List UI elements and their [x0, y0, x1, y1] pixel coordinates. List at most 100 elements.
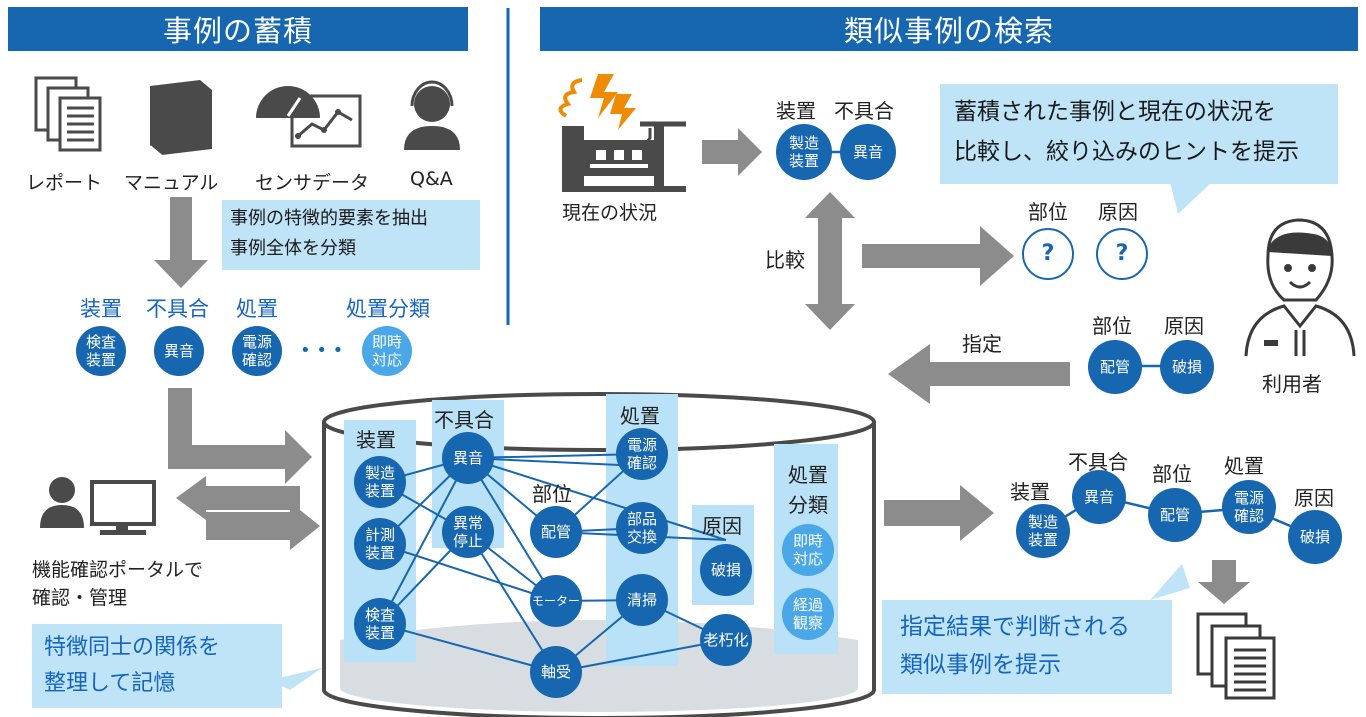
node-line: モーター — [531, 594, 580, 608]
source-manual-label: マニュアル — [124, 172, 219, 194]
left-defect-node: 異音 — [154, 326, 204, 376]
db-to-portal-arrow — [176, 476, 300, 520]
left-action-heading: 処置 — [236, 297, 278, 321]
current-to-chips-arrow — [702, 128, 762, 176]
db-device-heading: 装置 — [356, 428, 396, 452]
hint-callout-line2: 比較し、絞り込みのヒントを提示 — [954, 139, 1299, 165]
question-mark: ? — [1041, 241, 1055, 266]
node-line: 異音 — [163, 342, 194, 360]
node-line: 異常 — [452, 514, 483, 532]
node-line: 装置 — [364, 544, 395, 562]
left-device-heading: 装置 — [80, 297, 122, 321]
node-line: 停止 — [452, 532, 483, 550]
manual-book-icon — [149, 80, 213, 158]
node-line: 対応 — [792, 550, 823, 568]
node-line: 製造 — [788, 134, 819, 152]
result-action-heading: 処置 — [1224, 454, 1264, 478]
node-line: 計測 — [364, 526, 395, 544]
db-node-ijo: 異常停止 — [442, 506, 494, 558]
node-line: 配管 — [1159, 506, 1190, 524]
unknown-cause-node: ? — [1096, 228, 1148, 280]
extract-callout-line2: 事例全体を分類 — [230, 238, 356, 259]
db-node-buhin: 部品交換 — [616, 502, 668, 554]
extract-callout-line1: 事例の特徴的要素を抽出 — [230, 208, 428, 229]
db-node-haso: 破損 — [700, 544, 752, 596]
db-class-heading: 処置 分類 — [788, 460, 828, 520]
node-line: 装置 — [364, 624, 395, 642]
current-device-heading: 装置 — [776, 99, 816, 123]
current-device-node: 製造装置 — [776, 124, 832, 180]
compare-right-arrow — [862, 226, 1014, 286]
db-class-heading-line2: 分類 — [788, 493, 828, 517]
db-part-heading: 部位 — [532, 482, 572, 506]
node-line: 確認 — [241, 351, 272, 369]
node-line: 破損 — [1171, 358, 1202, 376]
portal-to-db-arrow — [206, 502, 320, 550]
question-mark: ? — [1115, 241, 1129, 266]
node-line: 装置 — [364, 482, 395, 500]
left-defect-heading: 不具合 — [146, 297, 209, 321]
node-line: 対応 — [371, 351, 402, 369]
node-line: 異音 — [1083, 488, 1114, 506]
node-line: 交換 — [626, 528, 657, 546]
source-report-label: レポート — [26, 172, 103, 194]
user-label: 利用者 — [1262, 372, 1322, 396]
node-line: 配管 — [540, 523, 571, 541]
specify-left-arrow — [888, 344, 1070, 404]
node-line: 装置 — [85, 351, 116, 369]
portal-label-line1: 機能確認ポータルで — [32, 559, 204, 581]
db-node-seizo: 製造装置 — [354, 456, 406, 508]
node-line: 装置 — [788, 152, 819, 170]
result-down-arrow — [1198, 560, 1250, 604]
memory-callout: 特徴同士の関係を 整理して記憶 — [32, 624, 282, 708]
db-node-kensa: 検査装置 — [354, 598, 406, 650]
left-device-node: 検査装置 — [76, 326, 126, 376]
report-icon — [34, 76, 102, 152]
node-line: 清掃 — [626, 591, 657, 609]
result-callout-line2: 類似事例を提示 — [900, 652, 1061, 678]
node-line: 検査 — [364, 606, 395, 624]
hint-callout-line1: 蓄積された事例と現在の状況を — [954, 99, 1276, 125]
node-line: 電源 — [241, 333, 272, 351]
node-line: 軸受 — [540, 663, 571, 681]
down-arrow — [154, 197, 208, 288]
result-device-node: 製造装置 — [1016, 504, 1070, 558]
node-line: 製造 — [1027, 513, 1058, 531]
right-section-banner: 類似事例の検索 — [540, 7, 1358, 51]
specify-part-node: 配管 — [1088, 340, 1142, 394]
node-line: 部品 — [626, 510, 657, 528]
ellipsis-dots: • • • — [300, 340, 344, 361]
result-device-heading: 装置 — [1010, 480, 1050, 504]
unknown-part-node: ? — [1022, 228, 1074, 280]
db-node-motor: モーター — [530, 575, 582, 627]
monitor-icon — [90, 480, 156, 535]
result-documents-icon — [1196, 612, 1276, 700]
compare-label: 比較 — [765, 248, 805, 272]
current-defect-node: 異音 — [840, 124, 896, 180]
db-class-heading-line1: 処置 — [788, 463, 828, 487]
node-line: 老朽化 — [703, 631, 749, 649]
node-line: 製造 — [364, 464, 395, 482]
current-situation-label: 現在の状況 — [562, 202, 658, 224]
left-action-node: 電源確認 — [232, 326, 282, 376]
portal-user-icon — [40, 477, 84, 528]
db-node-jiku: 軸受 — [530, 646, 582, 698]
node-line: 電源 — [626, 436, 657, 454]
unknown-cause-heading: 原因 — [1098, 200, 1138, 224]
portal-label-line2: 確認・管理 — [32, 587, 128, 609]
result-callout: 指定結果で判断される 類似事例を提示 — [882, 600, 1172, 694]
node-line: 即時 — [792, 532, 823, 550]
sensor-gauge-icon — [256, 86, 362, 148]
node-line: 破損 — [710, 561, 741, 579]
unknown-part-heading: 部位 — [1028, 200, 1068, 224]
result-callout-line1: 指定結果で判断される — [900, 614, 1130, 640]
node-line: 異音 — [452, 449, 483, 467]
node-line: 観察 — [792, 614, 823, 632]
db-cause-heading: 原因 — [702, 514, 742, 538]
node-line: 検査 — [85, 333, 116, 351]
source-sensor-label: センサデータ — [255, 172, 370, 194]
node-line: 配管 — [1099, 358, 1130, 376]
node-line: 異音 — [852, 143, 883, 161]
result-action-node: 電源確認 — [1222, 480, 1276, 534]
node-line: 即時 — [371, 333, 402, 351]
